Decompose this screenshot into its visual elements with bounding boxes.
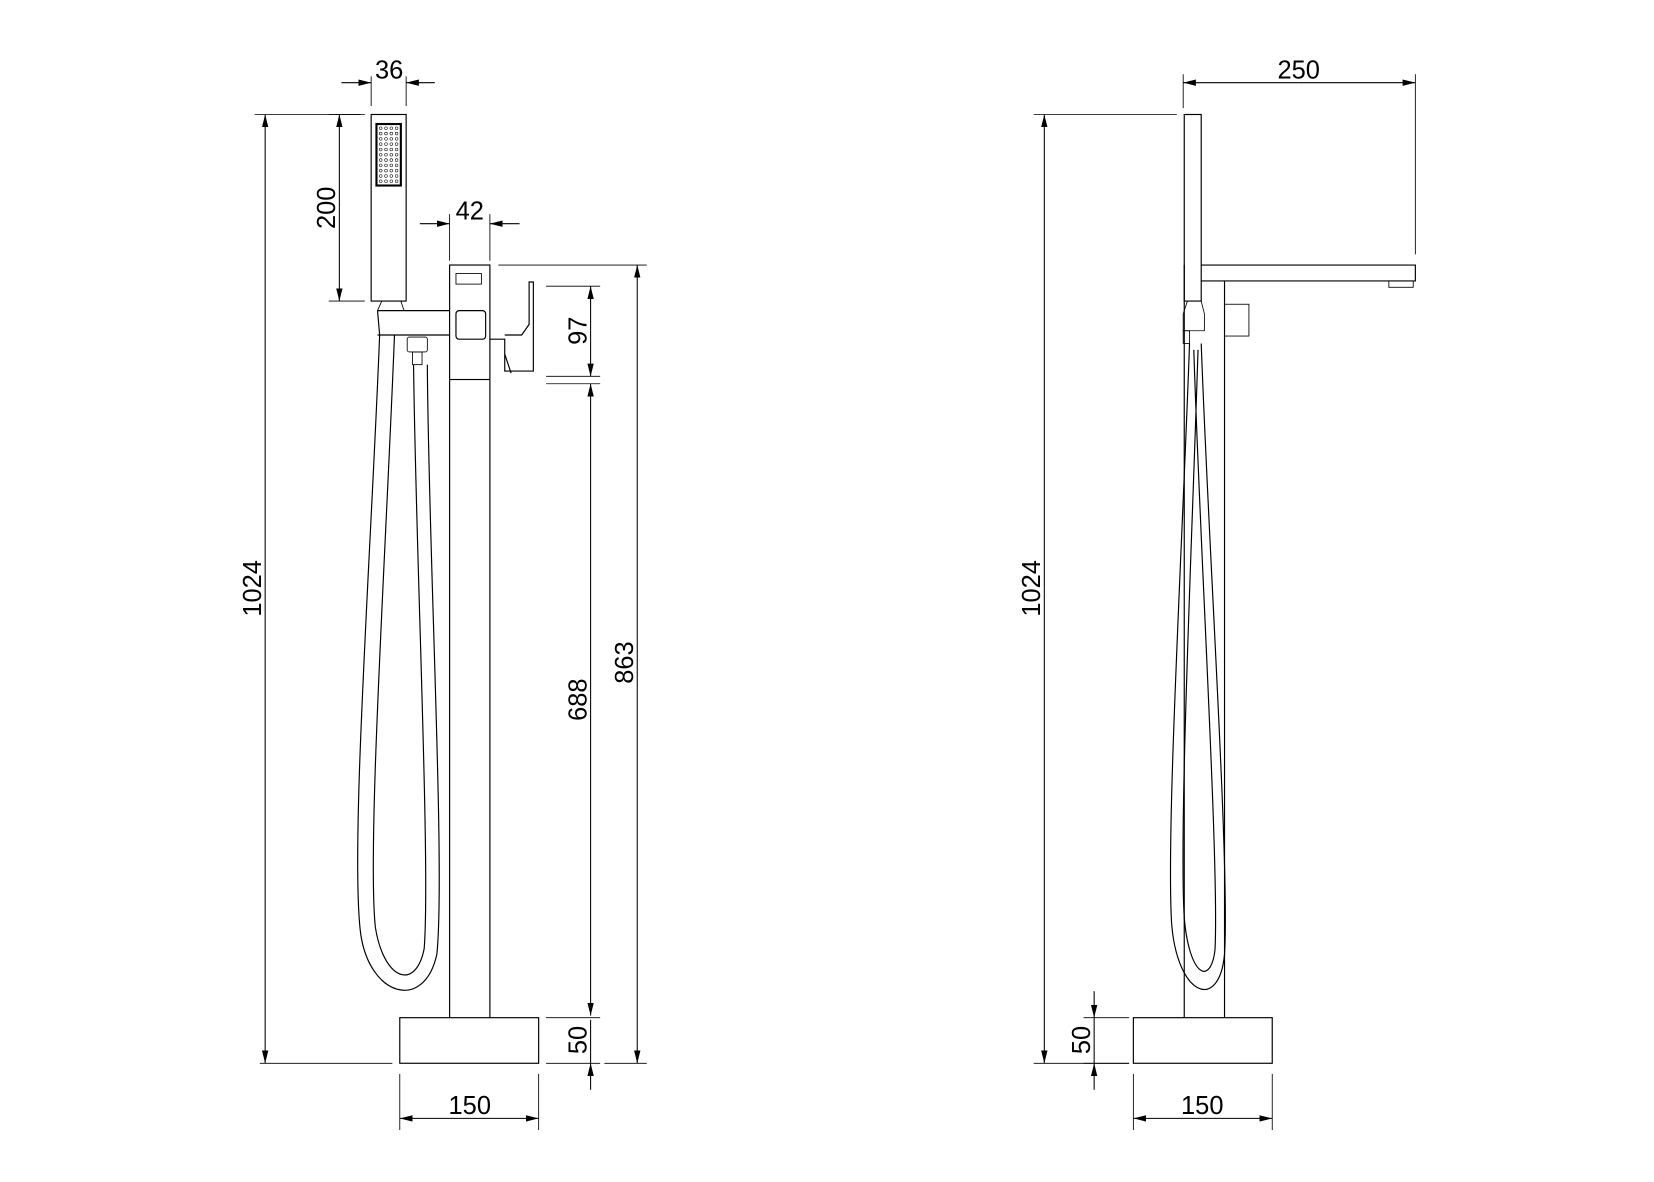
nozzle-dot bbox=[394, 131, 399, 136]
nozzle-dot bbox=[389, 137, 393, 141]
nozzle-dot bbox=[389, 158, 393, 162]
mixer-body bbox=[449, 264, 534, 1018]
dimension-50-side: 50 bbox=[1068, 991, 1130, 1090]
nozzle-dot bbox=[379, 142, 383, 146]
dimension-1024-front: 1024 bbox=[239, 114, 393, 1064]
base-plate-side bbox=[1132, 1017, 1273, 1064]
nozzle-dot bbox=[384, 179, 388, 183]
nozzle-dot bbox=[379, 163, 383, 168]
nozzle-dot bbox=[389, 163, 393, 168]
nozzle-dot bbox=[379, 174, 383, 178]
nozzle-dot bbox=[394, 137, 399, 141]
nozzle-dot bbox=[379, 131, 383, 136]
dim-label-150-side: 150 bbox=[1181, 1092, 1223, 1120]
nozzle-dot bbox=[379, 137, 383, 141]
dimension-150-front: 150 bbox=[399, 1073, 540, 1131]
dimension-42: 42 bbox=[419, 197, 520, 261]
dim-label-150-front: 150 bbox=[449, 1092, 491, 1120]
dimension-150-side: 150 bbox=[1132, 1073, 1273, 1131]
nozzle-dot bbox=[394, 174, 399, 178]
nozzle-dot bbox=[384, 131, 388, 136]
nozzle-dot bbox=[394, 147, 399, 152]
dim-label-200: 200 bbox=[313, 187, 341, 229]
dimension-863: 863 bbox=[498, 264, 647, 1064]
front-view: 36 200 1024 42 97 bbox=[239, 56, 647, 1131]
nozzle-dot bbox=[389, 179, 393, 183]
hose-arm bbox=[376, 310, 450, 366]
nozzle-dot bbox=[394, 163, 399, 168]
shower-hose bbox=[357, 334, 440, 991]
dim-label-1024-front: 1024 bbox=[239, 560, 267, 617]
nozzle-dot bbox=[379, 158, 383, 162]
nozzle-dot bbox=[389, 169, 393, 173]
dimension-200: 200 bbox=[313, 114, 365, 302]
spout bbox=[1201, 264, 1416, 288]
nozzle-dot bbox=[379, 179, 383, 183]
nozzle-dot bbox=[379, 169, 383, 173]
nozzle-dot bbox=[394, 126, 399, 130]
nozzle-dot bbox=[394, 169, 399, 173]
dimension-1024-side: 1024 bbox=[1018, 114, 1177, 1064]
dim-label-50-front: 50 bbox=[564, 1026, 592, 1054]
nozzle-dot bbox=[384, 137, 388, 141]
nozzle-dot bbox=[394, 153, 399, 157]
nozzle-dot bbox=[384, 174, 388, 178]
dimension-50-front: 50 bbox=[546, 1019, 601, 1090]
nozzle-dot bbox=[394, 142, 399, 146]
nozzle-dot bbox=[389, 153, 393, 157]
nozzle-dot bbox=[389, 142, 393, 146]
nozzle-dot bbox=[394, 179, 399, 183]
nozzle-dot bbox=[379, 126, 383, 130]
nozzle-dot bbox=[394, 158, 399, 162]
nozzle-dot bbox=[389, 174, 393, 178]
base-plate bbox=[399, 1017, 540, 1064]
dim-label-50-side: 50 bbox=[1068, 1026, 1096, 1054]
mixer-body-side bbox=[1182, 265, 1250, 1018]
dim-label-250: 250 bbox=[1278, 56, 1320, 84]
hand-shower-side bbox=[1183, 113, 1202, 302]
dim-label-863: 863 bbox=[611, 641, 639, 683]
dim-label-42: 42 bbox=[456, 197, 484, 225]
nozzle-dot bbox=[384, 147, 388, 152]
nozzle-dot bbox=[389, 131, 393, 136]
nozzle-dot bbox=[384, 142, 388, 146]
shower-hose-side bbox=[1169, 343, 1226, 990]
dim-label-97: 97 bbox=[564, 317, 592, 345]
dimension-688: 688 bbox=[546, 383, 601, 1019]
nozzle-dot bbox=[384, 169, 388, 173]
nozzle-dot bbox=[379, 153, 383, 157]
dimension-250: 250 bbox=[1182, 56, 1416, 255]
nozzle-dot bbox=[389, 147, 393, 152]
nozzle-dot bbox=[379, 147, 383, 152]
dim-label-688: 688 bbox=[564, 678, 592, 720]
dimension-97: 97 bbox=[546, 285, 601, 377]
side-view: 250 1024 50 150 bbox=[1018, 56, 1416, 1131]
dim-label-36: 36 bbox=[375, 56, 403, 84]
dimension-36: 36 bbox=[341, 56, 435, 107]
dim-label-1024-side: 1024 bbox=[1018, 560, 1046, 617]
hand-shower bbox=[370, 113, 407, 311]
spray-nozzle-grid bbox=[379, 126, 399, 183]
nozzle-dot bbox=[384, 153, 388, 157]
nozzle-dot bbox=[384, 163, 388, 168]
nozzle-dot bbox=[389, 126, 393, 130]
nozzle-dot bbox=[384, 126, 388, 130]
nozzle-dot bbox=[384, 158, 388, 162]
